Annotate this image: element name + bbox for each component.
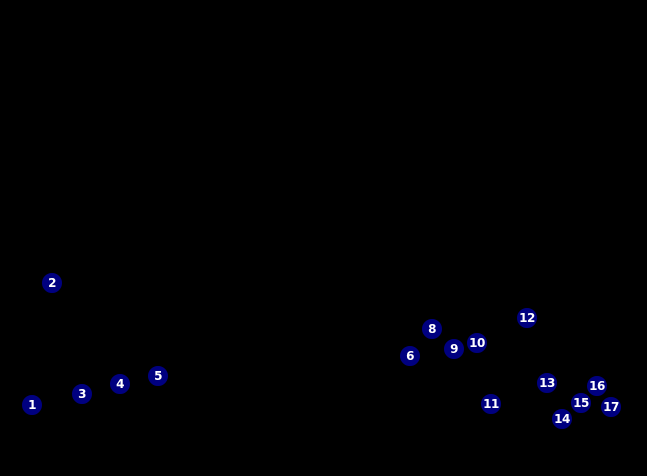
marker-number-label: 9 — [450, 342, 458, 356]
marker-number-label: 12 — [519, 311, 535, 325]
marker-15[interactable]: 15 — [570, 392, 592, 414]
marker-8[interactable]: 8 — [421, 318, 443, 340]
marker-12[interactable]: 12 — [516, 307, 538, 329]
marker-number-label: 15 — [573, 396, 589, 410]
marker-2[interactable]: 2 — [41, 272, 63, 294]
marker-17[interactable]: 17 — [600, 396, 622, 418]
marker-number-label: 11 — [483, 397, 499, 411]
marker-10[interactable]: 10 — [466, 332, 488, 354]
marker-9[interactable]: 9 — [443, 338, 465, 360]
marker-number-label: 6 — [406, 349, 414, 363]
marker-6[interactable]: 6 — [399, 345, 421, 367]
marker-number-label: 2 — [48, 276, 56, 290]
marker-3[interactable]: 3 — [71, 383, 93, 405]
marker-number-label: 5 — [154, 369, 162, 383]
marker-number-label: 1 — [28, 398, 36, 412]
marker-number-label: 13 — [539, 376, 555, 390]
marker-number-label: 14 — [554, 412, 570, 426]
marker-number-label: 10 — [469, 336, 485, 350]
marker-13[interactable]: 13 — [536, 372, 558, 394]
marker-5[interactable]: 5 — [147, 365, 169, 387]
marker-number-label: 17 — [603, 400, 619, 414]
marker-number-label: 3 — [78, 387, 86, 401]
marker-number-label: 16 — [589, 379, 605, 393]
marker-16[interactable]: 16 — [586, 375, 608, 397]
marker-11[interactable]: 11 — [480, 393, 502, 415]
marker-number-label: 4 — [116, 377, 124, 391]
marker-4[interactable]: 4 — [109, 373, 131, 395]
marker-1[interactable]: 1 — [21, 394, 43, 416]
marker-number-label: 8 — [428, 322, 436, 336]
marker-14[interactable]: 14 — [551, 408, 573, 430]
